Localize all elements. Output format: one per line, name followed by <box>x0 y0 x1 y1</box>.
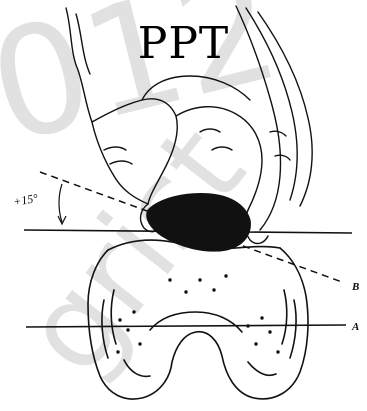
angle-label: +15° <box>12 191 39 209</box>
line-a-label: A <box>351 321 359 333</box>
line-b-label: B <box>351 281 359 293</box>
diagram-title: PPT <box>0 18 367 69</box>
angle-indicator <box>58 184 66 224</box>
